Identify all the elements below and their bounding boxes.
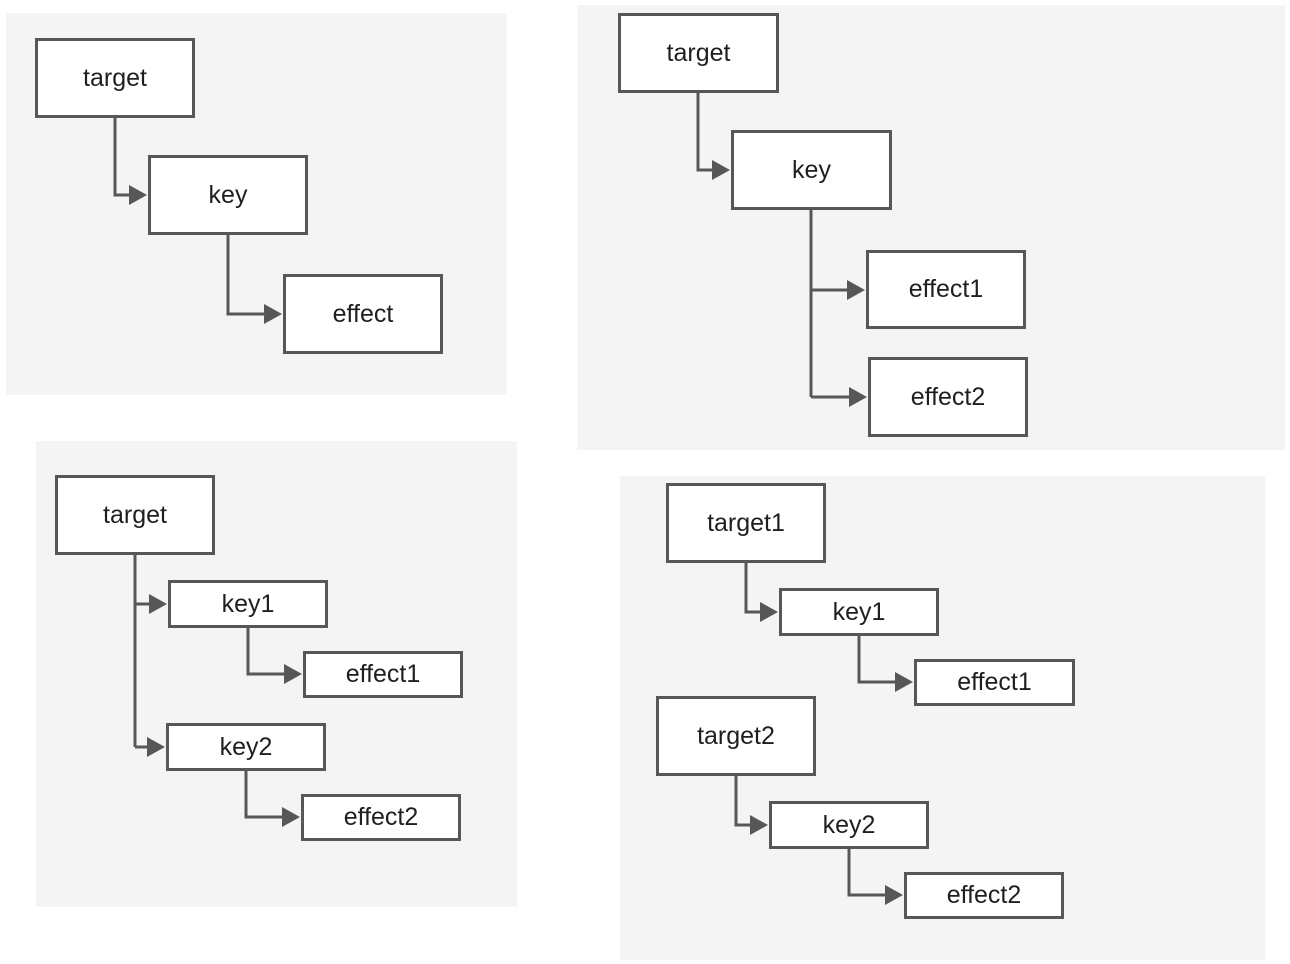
node-target1: target1 bbox=[666, 483, 826, 563]
node-target2: target2 bbox=[656, 696, 816, 776]
node-effect1: effect1 bbox=[303, 651, 463, 698]
node-effect2: effect2 bbox=[904, 872, 1064, 919]
node-effect1: effect1 bbox=[914, 659, 1075, 706]
node-key: key bbox=[148, 155, 308, 235]
node-effect2: effect2 bbox=[301, 794, 461, 841]
node-target: target bbox=[35, 38, 195, 118]
node-target: target bbox=[55, 475, 215, 555]
node-effect1: effect1 bbox=[866, 250, 1026, 329]
node-key2: key2 bbox=[769, 801, 929, 849]
node-effect2: effect2 bbox=[868, 357, 1028, 437]
node-key1: key1 bbox=[168, 580, 328, 628]
node-target: target bbox=[618, 13, 779, 93]
node-effect: effect bbox=[283, 274, 443, 354]
node-key: key bbox=[731, 130, 892, 210]
node-key1: key1 bbox=[779, 588, 939, 636]
node-key2: key2 bbox=[166, 723, 326, 771]
